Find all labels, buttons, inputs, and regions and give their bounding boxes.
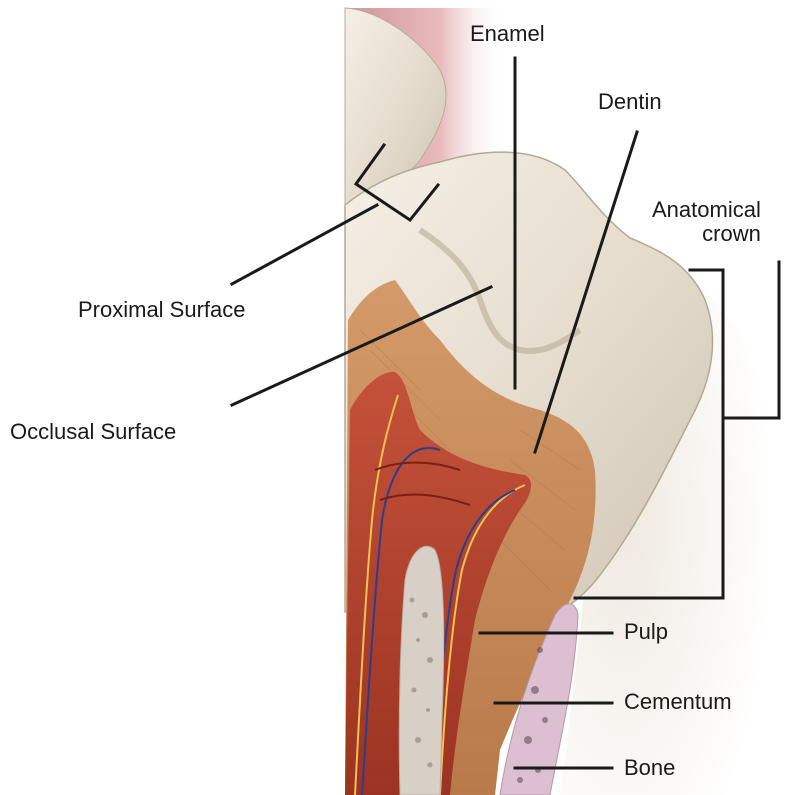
dentin-label: Dentin bbox=[598, 90, 662, 114]
occlusal-surface-label: Occlusal Surface bbox=[10, 420, 176, 444]
root-core bbox=[399, 546, 444, 795]
cementum-label: Cementum bbox=[624, 690, 732, 714]
proximal-surface-label: Proximal Surface bbox=[78, 298, 246, 322]
pulp-label: Pulp bbox=[624, 620, 668, 644]
enamel-label: Enamel bbox=[470, 22, 545, 46]
bone-label: Bone bbox=[624, 756, 675, 780]
anatomical-crown-label: Anatomical crown bbox=[652, 198, 761, 246]
